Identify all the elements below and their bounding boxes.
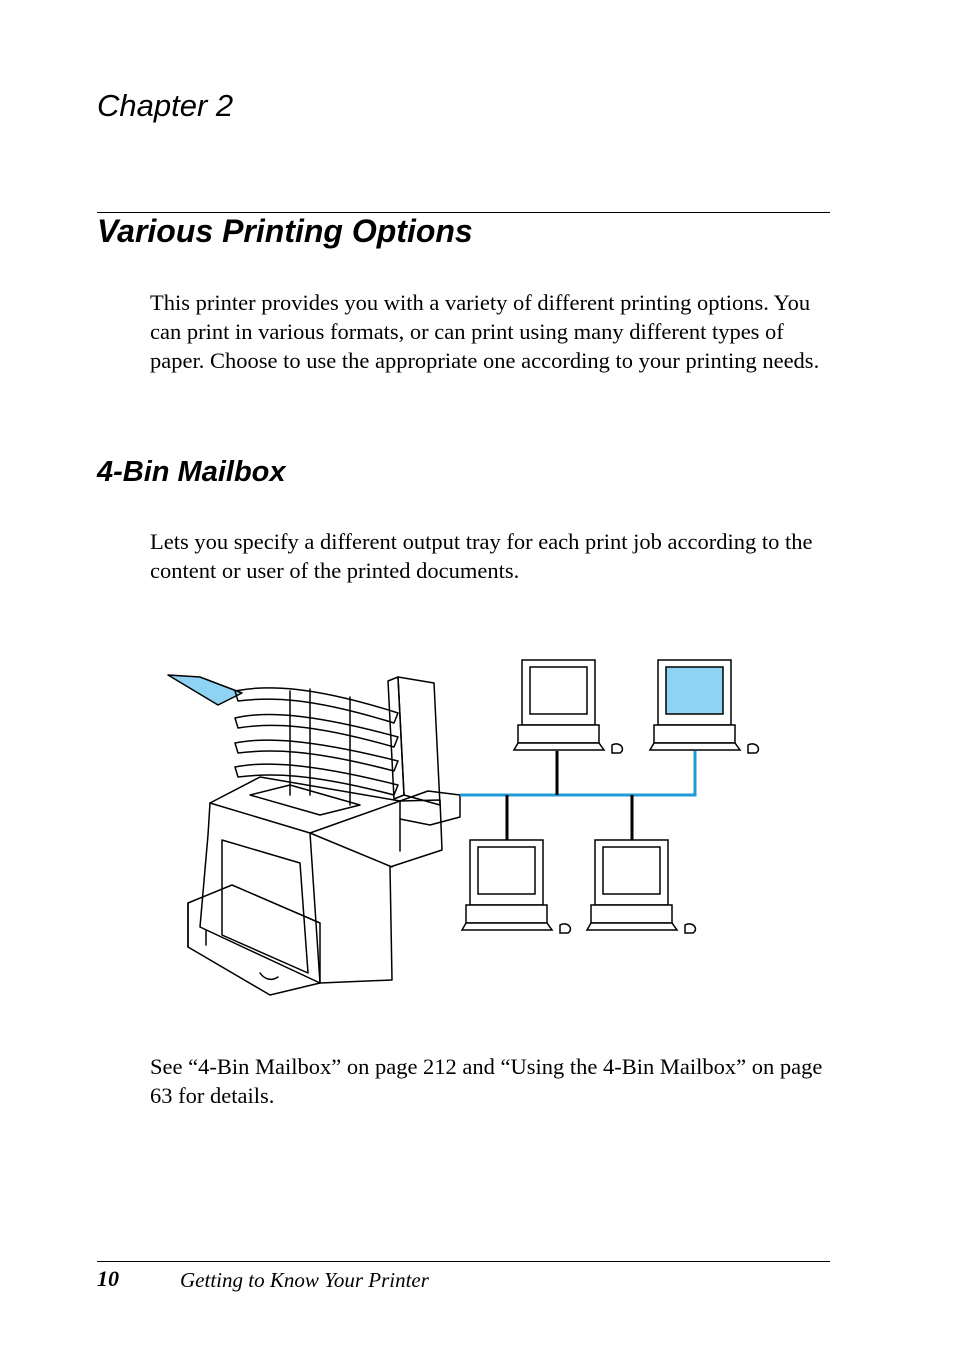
intro-paragraph: This printer provides you with a variety…: [150, 290, 820, 373]
paper-sheet-icon: [167, 674, 243, 706]
section-title: Various Printing Options: [97, 213, 473, 249]
computer-icon: [460, 839, 572, 934]
page-number: 10: [97, 1266, 119, 1291]
subsection-title: 4-Bin Mailbox: [97, 456, 286, 488]
computer-icon: [512, 659, 624, 754]
mailbox-tray: [234, 763, 399, 796]
reference-paragraph: See “4-Bin Mailbox” on page 212 and “Usi…: [150, 1054, 823, 1108]
network-line: [460, 751, 697, 797]
mailbox-tray: [234, 739, 399, 772]
mailbox-network-illustration: [167, 659, 760, 996]
mailbox-tray: [234, 687, 399, 724]
chapter-label: Chapter 2: [97, 88, 234, 123]
computer-icon: [585, 839, 697, 934]
mailbox-paragraph: Lets you specify a different output tray…: [150, 529, 813, 583]
computer-icon: [648, 659, 760, 754]
footer-divider: [97, 1261, 830, 1262]
mailbox-panel: [397, 676, 441, 806]
footer-book-title: Getting to Know Your Printer: [180, 1268, 429, 1292]
printer-body: [199, 776, 443, 984]
paper-cassette: [187, 884, 321, 996]
mailbox-tray: [234, 713, 399, 748]
section-divider: [97, 212, 830, 213]
